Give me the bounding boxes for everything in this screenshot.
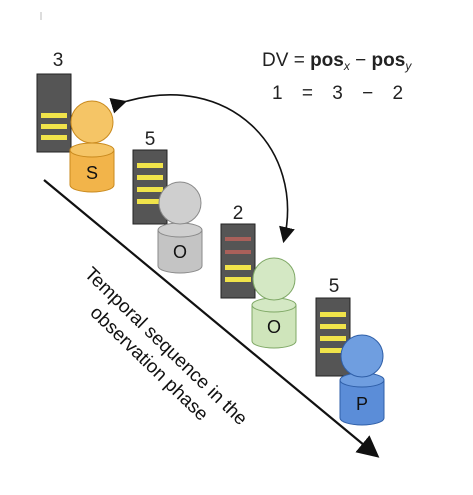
agent-body-top [69, 142, 115, 158]
formula-example: 1 = 3 − 2 [272, 83, 403, 105]
position-label: 3 [53, 50, 64, 71]
card-bar [137, 163, 163, 168]
formula-term2: pos [371, 50, 406, 71]
card-bar [137, 187, 163, 192]
card-bar [225, 265, 251, 270]
formula-term1: pos [310, 50, 344, 71]
agent-head [70, 100, 114, 144]
formula-term2-sub: y [405, 59, 412, 73]
formula-lhs: DV [262, 50, 289, 71]
card-bar [320, 336, 346, 341]
card-bar [137, 175, 163, 180]
agent-letter: O [267, 317, 281, 337]
card-panel [220, 223, 256, 299]
agent-body [69, 149, 115, 193]
card-bar [225, 237, 251, 241]
example-minus: − [362, 83, 374, 104]
swap-arrow [109, 94, 295, 244]
card-bar [225, 277, 251, 282]
position-label: 5 [329, 276, 340, 297]
agent-o-green: 2 O [220, 203, 297, 349]
formula-minus: − [355, 50, 367, 71]
agent-p: 5 P [315, 276, 385, 426]
card-bar [225, 250, 251, 254]
example-value: 3 [332, 83, 343, 104]
agent-head [340, 334, 384, 378]
agent-letter: S [86, 163, 98, 183]
card-bar [41, 113, 67, 118]
agent-body [157, 229, 203, 274]
position-label: 5 [145, 129, 156, 150]
card-bar [320, 348, 346, 353]
agent-letter: O [173, 242, 187, 262]
card-bar [320, 324, 346, 329]
agent-head [158, 181, 202, 225]
card-bar [320, 312, 346, 317]
card-bar [41, 124, 67, 129]
agent-body-top [157, 222, 203, 238]
agent-body [251, 304, 297, 349]
example-value: 2 [392, 83, 404, 104]
example-equals: = [301, 83, 313, 104]
example-value: 1 [272, 83, 283, 104]
formula-definition: DV = posx − posy [262, 50, 411, 73]
temporal-sequence-arrow [43, 179, 380, 458]
position-label: 2 [233, 203, 244, 224]
formula-equals: = [293, 50, 305, 71]
agent-letter: P [356, 394, 368, 414]
formula-term1-sub: x [343, 59, 350, 73]
agent-head [252, 257, 296, 301]
agent-o-grey: 5 O [132, 129, 203, 274]
agent-s: 3 S [36, 50, 115, 193]
card-bar [137, 199, 163, 204]
card-bar [41, 135, 67, 140]
agent-body [339, 379, 385, 426]
